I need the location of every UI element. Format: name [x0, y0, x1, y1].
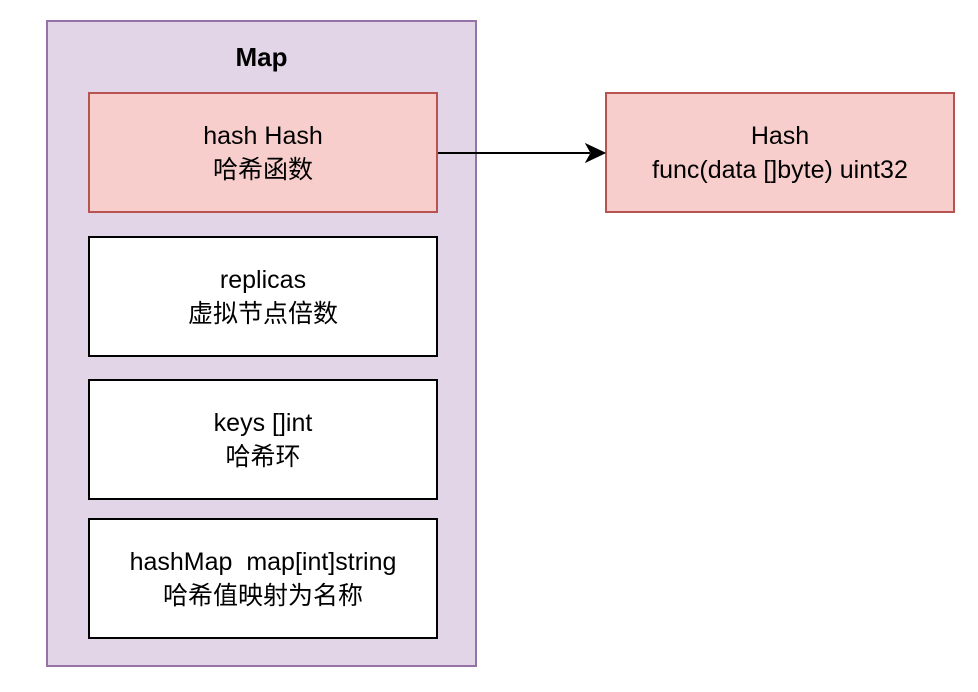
keys-field-name: keys []int: [213, 408, 313, 437]
hash-field-name: hash Hash: [203, 121, 323, 150]
hashmap-field-node: hashMap map[int]string 哈希值映射为名称: [88, 518, 438, 639]
map-title: Map: [235, 42, 288, 72]
keys-field-description: 哈希环: [225, 442, 301, 471]
keys-field-node: keys []int 哈希环: [88, 379, 438, 500]
hashmap-field-description: 哈希值映射为名称: [162, 581, 363, 610]
hash-type-name: Hash: [750, 121, 810, 150]
hashmap-field-name: hashMap map[int]string: [129, 547, 397, 576]
replicas-field-name: replicas: [219, 265, 307, 294]
replicas-field-node: replicas 虚拟节点倍数: [88, 236, 438, 357]
replicas-field-description: 虚拟节点倍数: [187, 299, 338, 328]
arrow-head: [584, 142, 607, 164]
hash-field-description: 哈希函数: [212, 155, 313, 184]
hash-type-signature: func(data []byte) uint32: [652, 155, 908, 184]
hash-type-node: Hash func(data []byte) uint32: [605, 92, 955, 213]
hash-field-node: hash Hash 哈希函数: [88, 92, 438, 213]
